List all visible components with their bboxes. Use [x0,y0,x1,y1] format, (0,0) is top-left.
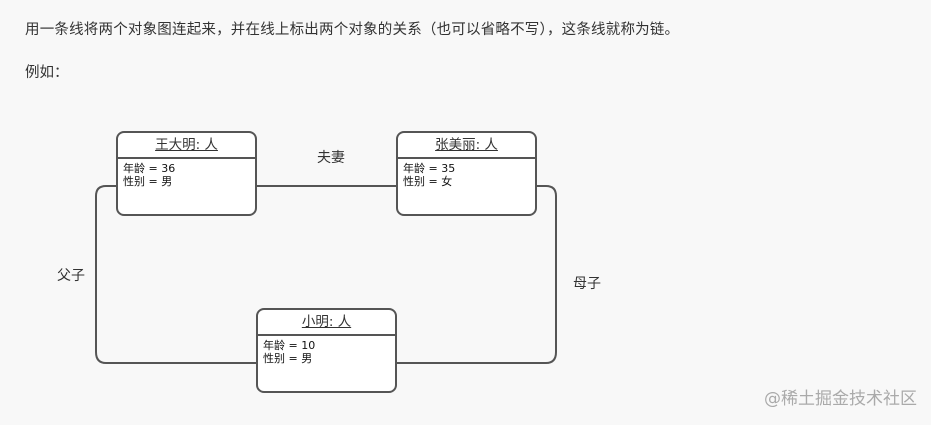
attr-gender: 性别 = 男 [263,352,313,365]
link-line-mother-son [396,185,557,364]
intro-text: 用一条线将两个对象图连起来，并在线上标出两个对象的关系（也可以省略不写），这条线… [25,22,680,38]
watermark: @稀土掘金技术社区 [764,389,917,409]
object-zhangmeili: 张美丽: 人 年龄 = 35 性别 = 女 [396,131,537,216]
object-title: 王大明: 人 [118,133,255,159]
object-title: 张美丽: 人 [398,133,535,159]
object-wangdaming: 王大明: 人 年龄 = 36 性别 = 男 [116,131,257,216]
object-xiaoming: 小明: 人 年龄 = 10 性别 = 男 [256,308,397,393]
attr-age: 年龄 = 10 [263,339,316,352]
example-label: 例如： [25,65,69,81]
attr-gender: 性别 = 男 [123,175,173,188]
object-attributes: 年龄 = 10 性别 = 男 [258,336,395,368]
attr-gender: 性别 = 女 [403,175,453,188]
link-line-father-son [95,185,257,364]
link-label-spouse: 夫妻 [317,150,345,166]
object-title: 小明: 人 [258,310,395,336]
attr-age: 年龄 = 36 [123,162,176,175]
link-label-mother-son: 母子 [573,276,601,292]
link-label-father-son: 父子 [57,268,85,284]
object-attributes: 年龄 = 35 性别 = 女 [398,159,535,191]
attr-age: 年龄 = 35 [403,162,456,175]
object-attributes: 年龄 = 36 性别 = 男 [118,159,255,191]
